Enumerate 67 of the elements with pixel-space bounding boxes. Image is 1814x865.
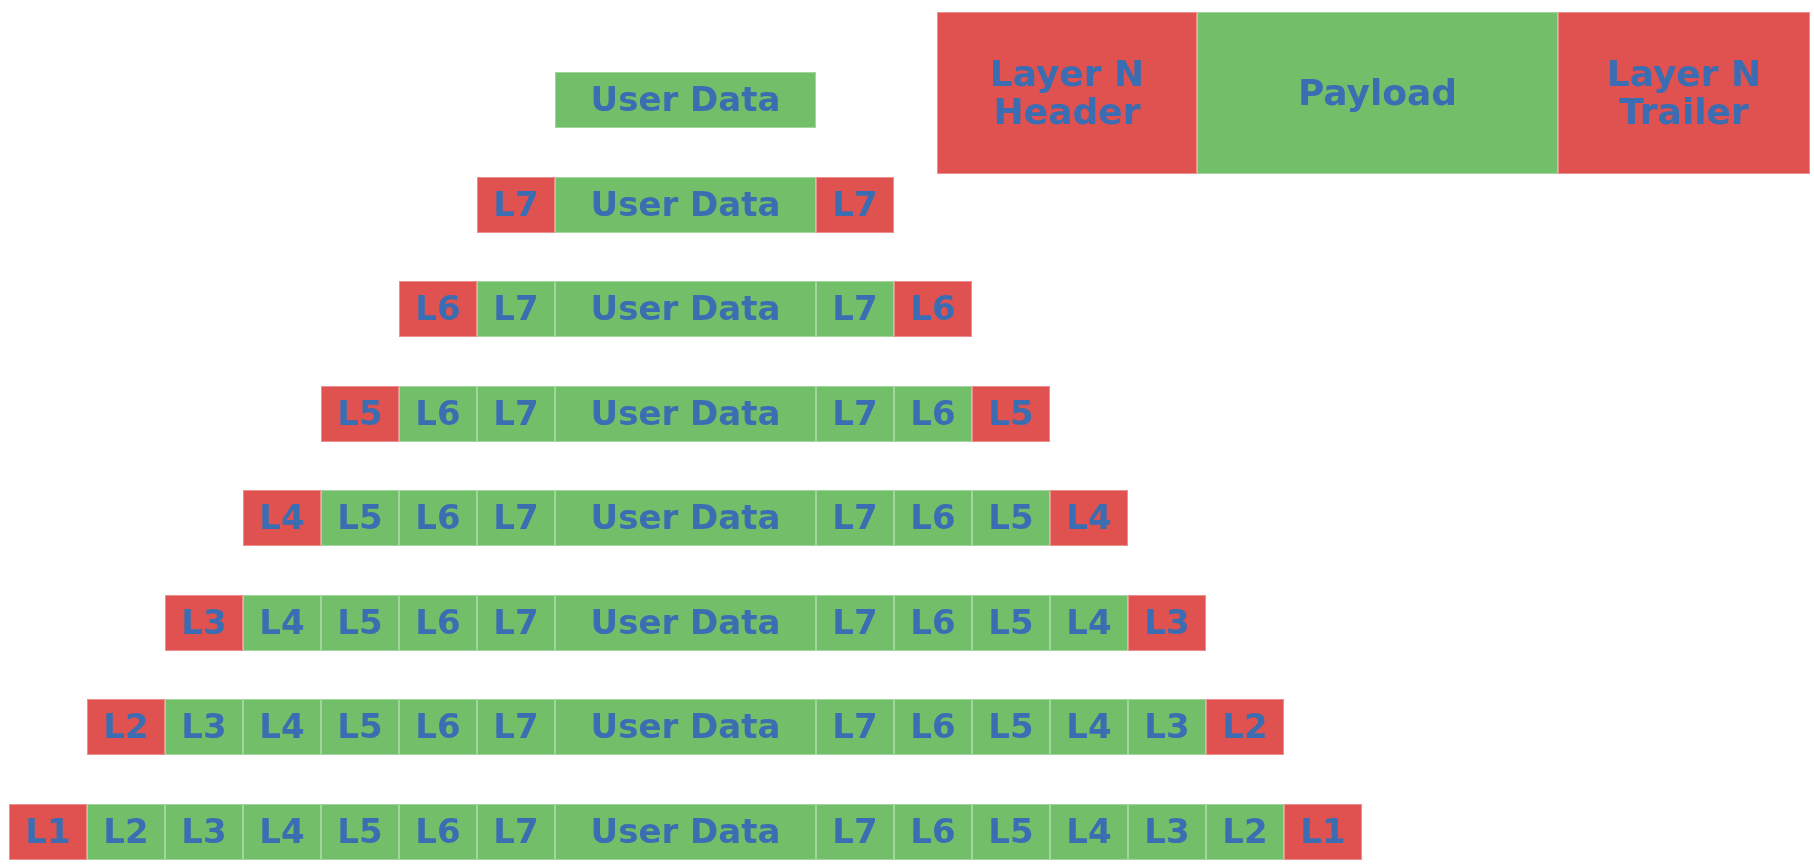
trailer-field: L7 xyxy=(816,177,894,233)
user-data-field: User Data xyxy=(555,177,816,233)
encapsulated-field: L7 xyxy=(816,281,894,337)
encapsulated-field: L5 xyxy=(321,595,399,651)
encapsulated-field: L7 xyxy=(477,281,555,337)
encapsulated-field: L4 xyxy=(1050,699,1128,755)
encapsulated-field: L2 xyxy=(1206,804,1284,860)
header-field: L5 xyxy=(321,386,399,442)
encapsulated-field: L4 xyxy=(1050,804,1128,860)
encapsulated-field: L4 xyxy=(243,595,321,651)
user-data-field: User Data xyxy=(555,72,816,128)
trailer-field: L6 xyxy=(894,281,972,337)
encapsulated-field: L6 xyxy=(894,490,972,546)
encapsulated-field: L5 xyxy=(972,804,1050,860)
encapsulated-field: L6 xyxy=(399,804,477,860)
encapsulated-field: L7 xyxy=(477,699,555,755)
encapsulated-field: L6 xyxy=(399,699,477,755)
encapsulated-field: L5 xyxy=(321,804,399,860)
encapsulated-field: L5 xyxy=(972,595,1050,651)
encapsulated-field: L4 xyxy=(243,699,321,755)
trailer-field: L1 xyxy=(1284,804,1362,860)
encapsulated-field: L6 xyxy=(894,804,972,860)
header-field: L4 xyxy=(243,490,321,546)
trailer-field: L5 xyxy=(972,386,1050,442)
encapsulated-field: L7 xyxy=(477,595,555,651)
encapsulated-field: L7 xyxy=(816,595,894,651)
encapsulated-field: L5 xyxy=(321,490,399,546)
header-field: L7 xyxy=(477,177,555,233)
encapsulated-field: L3 xyxy=(165,804,243,860)
encapsulated-field: L3 xyxy=(165,699,243,755)
encapsulated-field: L7 xyxy=(816,804,894,860)
encapsulated-field: L6 xyxy=(399,386,477,442)
header-field: L6 xyxy=(399,281,477,337)
encapsulated-field: L4 xyxy=(1050,595,1128,651)
encapsulated-field: L7 xyxy=(816,490,894,546)
encapsulated-field: L6 xyxy=(894,386,972,442)
user-data-field: User Data xyxy=(555,386,816,442)
header-field: L3 xyxy=(165,595,243,651)
user-data-field: User Data xyxy=(555,490,816,546)
user-data-field: User Data xyxy=(555,281,816,337)
header-field: Layer N Header xyxy=(937,12,1197,174)
encapsulated-field: L4 xyxy=(243,804,321,860)
header-field: L2 xyxy=(87,699,165,755)
trailer-field: L2 xyxy=(1206,699,1284,755)
encapsulated-field: L5 xyxy=(321,699,399,755)
encapsulated-field: L6 xyxy=(399,490,477,546)
trailer-field: L4 xyxy=(1050,490,1128,546)
trailer-field: Layer N Trailer xyxy=(1558,12,1810,174)
encapsulated-field: L6 xyxy=(399,595,477,651)
payload-field: Payload xyxy=(1197,12,1558,174)
encapsulated-field: L7 xyxy=(477,490,555,546)
encapsulated-field: L7 xyxy=(816,386,894,442)
trailer-field: L3 xyxy=(1128,595,1206,651)
encapsulated-field: L2 xyxy=(87,804,165,860)
encapsulated-field: L6 xyxy=(894,595,972,651)
encapsulated-field: L6 xyxy=(894,699,972,755)
encapsulated-field: L7 xyxy=(477,804,555,860)
user-data-field: User Data xyxy=(555,699,816,755)
encapsulated-field: L5 xyxy=(972,699,1050,755)
encapsulated-field: L3 xyxy=(1128,699,1206,755)
header-field: L1 xyxy=(9,804,87,860)
encapsulated-field: L7 xyxy=(477,386,555,442)
user-data-field: User Data xyxy=(555,804,816,860)
user-data-field: User Data xyxy=(555,595,816,651)
encapsulated-field: L3 xyxy=(1128,804,1206,860)
encapsulated-field: L7 xyxy=(816,699,894,755)
encapsulated-field: L5 xyxy=(972,490,1050,546)
